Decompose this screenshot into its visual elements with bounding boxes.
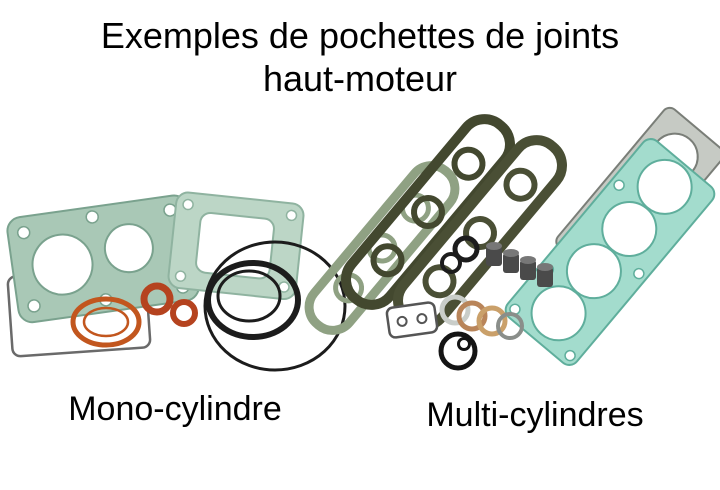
caption-mono-cylindre: Mono-cylindre [68,390,282,428]
small-o-rings [440,235,480,274]
oil-seal-ring [438,331,478,371]
washers [439,294,524,340]
page-title-line-1: Exemples de pochettes de joints [100,15,620,56]
caption-multi-cylindres: Multi-cylindres [426,396,644,434]
mono-cylinder-gasket-set [6,191,347,372]
o-rings-mono [203,240,347,372]
page-title: Exemples de pochettes de joints haut-mot… [0,14,720,100]
small-gasket-plate [385,301,439,339]
small-copper-ring-2 [170,299,198,327]
valve-stem-seals [486,242,553,287]
small-copper-ring-1 [140,282,174,316]
multi-cylinder-gasket-set [304,106,720,371]
head-gasket-four-cylinder [504,138,716,366]
page-title-line-2: haut-moteur [262,58,458,99]
copper-exhaust-gasket [70,296,142,348]
head-gasket-mono [167,191,305,301]
